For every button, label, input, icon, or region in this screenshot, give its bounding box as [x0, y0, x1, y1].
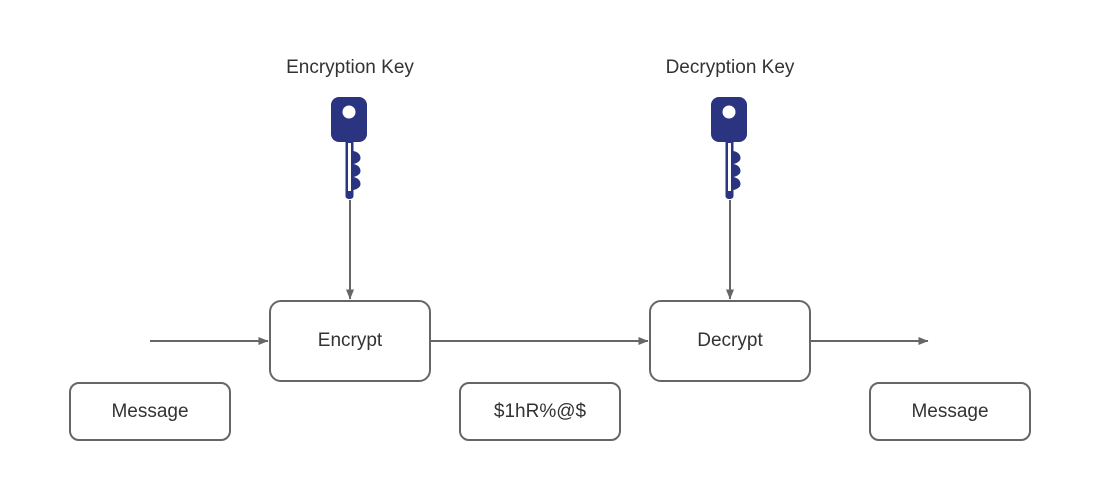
encryption-key-label: Encryption Key [286, 57, 414, 78]
message-output-node[interactable]: Message [869, 382, 1031, 441]
ciphertext-node[interactable]: $1hR%@$ [459, 382, 621, 441]
ciphertext-label: $1hR%@$ [493, 400, 587, 422]
message-input-node[interactable]: Message [69, 382, 231, 441]
message-input-label: Message [111, 400, 189, 422]
decrypt-node-label: Decrypt [697, 330, 763, 351]
message-output-label: Message [911, 400, 989, 422]
decrypt-node[interactable]: Decrypt [649, 300, 811, 382]
decryption-key-label: Decryption Key [665, 57, 795, 78]
encrypt-node-label: Encrypt [317, 330, 383, 351]
encryption-key-icon [331, 97, 367, 199]
decryption-key-icon [711, 97, 747, 199]
encrypt-node[interactable]: Encrypt [269, 300, 431, 382]
